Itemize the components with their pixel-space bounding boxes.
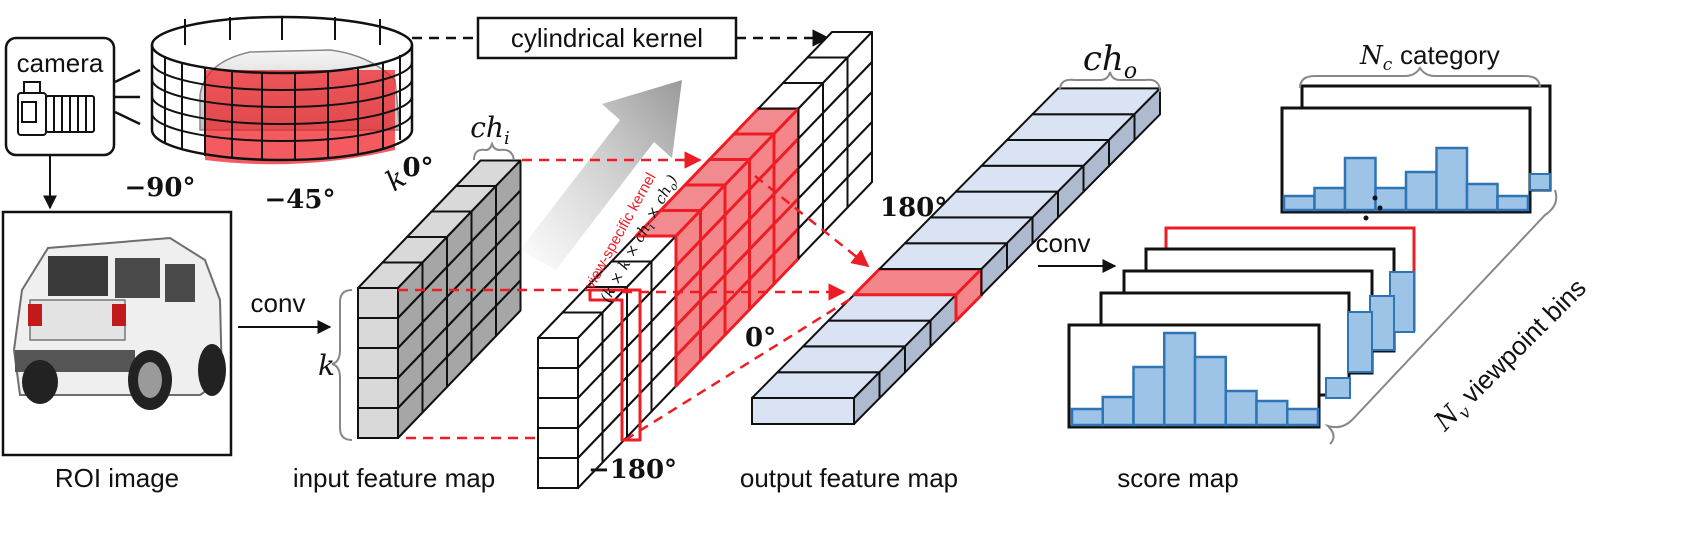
nv-label: Nvviewpoint bins <box>1427 272 1595 440</box>
angle-neg180: −180° <box>588 455 677 485</box>
middle-feature-map <box>537 31 873 489</box>
red-dashed-connections <box>398 151 870 442</box>
middle-front-cell <box>537 337 579 369</box>
histogram-bar <box>1255 399 1289 427</box>
suv-photo <box>12 236 226 410</box>
view-lines <box>114 68 141 126</box>
histogram-bar <box>1343 156 1377 212</box>
middle-side-cell <box>846 151 873 209</box>
input-front-cell <box>357 317 399 349</box>
cylindrical-kernel-box <box>476 16 738 60</box>
angle-neg90: −90° <box>125 173 196 203</box>
histogram-bar <box>1132 365 1166 427</box>
histogram-bar <box>1193 355 1227 427</box>
output-front-cell <box>751 397 855 425</box>
histogram-bar <box>1529 173 1551 191</box>
histogram-bar <box>1070 407 1104 427</box>
conv-label-2: conv <box>1036 228 1091 258</box>
score-map-stack <box>1067 226 1416 429</box>
cylinder <box>150 15 414 165</box>
nc-symbol: Nc <box>1359 41 1393 75</box>
middle-front-cell <box>537 367 579 399</box>
input-front-cell <box>357 407 399 439</box>
roi-image-frame <box>1 210 233 457</box>
histogram-bar <box>1325 377 1351 399</box>
conv-label-1: conv <box>251 288 306 318</box>
input-feature-map <box>357 159 522 439</box>
histogram-bar <box>1286 407 1320 427</box>
histogram-bar <box>1465 182 1499 212</box>
ch-i-label: chi <box>470 111 509 149</box>
output-feature-map-label: output feature map <box>740 463 958 493</box>
angle-zero-top: 0° <box>402 153 433 183</box>
input-feature-map-label: input feature map <box>293 463 495 493</box>
histogram-bar <box>1282 194 1316 212</box>
histogram-bar <box>1347 311 1373 373</box>
kernel-outline <box>588 288 642 442</box>
camera-label: camera <box>17 48 104 78</box>
middle-front-cell <box>537 397 579 429</box>
histogram-bar <box>1163 331 1197 427</box>
gray-arrow <box>520 80 682 270</box>
camera-icon <box>17 81 95 136</box>
histogram-bar <box>1313 186 1347 212</box>
output-feature-map <box>751 87 1161 425</box>
input-front-cell <box>357 377 399 409</box>
histogram-bar <box>1224 389 1258 427</box>
score-map-label: score map <box>1117 463 1238 493</box>
cylindrical-kernel-label: cylindrical kernel <box>511 23 703 53</box>
camera-box: camera <box>4 36 116 157</box>
histogram-bar <box>1369 295 1395 351</box>
category-stack <box>1280 84 1552 214</box>
histogram-bar <box>1435 146 1469 212</box>
input-front-cell <box>357 347 399 379</box>
histogram-bar <box>1496 194 1530 212</box>
nc-category-label: category <box>1400 40 1500 70</box>
middle-front-cell <box>537 427 579 459</box>
ch-o-label: cho <box>1083 39 1137 84</box>
k-label-left: k <box>318 349 335 382</box>
input-side-cell <box>495 279 522 337</box>
middle-front-cell <box>537 457 579 489</box>
output-side-cell <box>1133 87 1161 142</box>
roi-image-label: ROI image <box>55 463 179 493</box>
angle-neg45: −45° <box>265 185 336 215</box>
histogram-bar <box>1101 395 1135 427</box>
ellipsis-dots <box>1363 195 1383 221</box>
histogram-bar <box>1404 170 1438 212</box>
input-front-cell <box>357 287 399 319</box>
